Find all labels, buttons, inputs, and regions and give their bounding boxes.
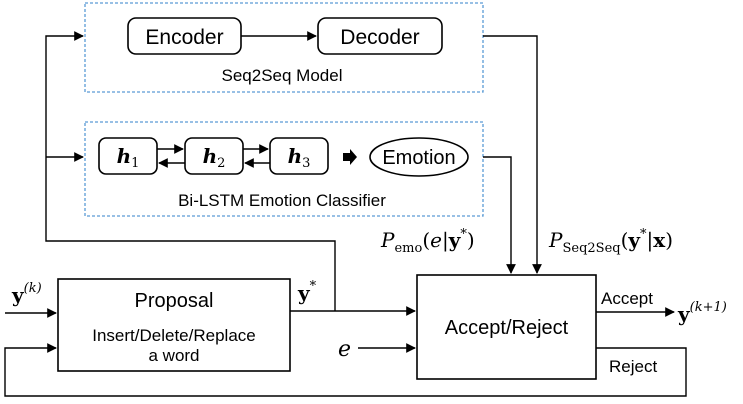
h3-box <box>269 137 329 175</box>
feedback-to-seq2seq-line <box>45 31 336 311</box>
accept-label: Accept <box>601 289 653 308</box>
p-emo-label: Pemo(e|y*) <box>380 227 475 256</box>
classifier-caption: Bi-LSTM Emotion Classifier <box>178 191 386 210</box>
proposal-subtitle-line2: a word <box>148 346 199 365</box>
to-emotion-arrow <box>343 149 357 165</box>
h1-box <box>98 137 158 175</box>
seq2seq-caption: Seq2Seq Model <box>222 66 343 85</box>
e-label: e <box>338 337 351 362</box>
reject-label: Reject <box>609 357 657 376</box>
h2-box <box>184 137 244 175</box>
encoder-label: Encoder <box>145 26 223 49</box>
classifier-group <box>84 121 484 217</box>
accept-reject-label: Accept/Reject <box>445 317 569 339</box>
h2-label: h2 <box>203 144 226 171</box>
p-emo-arrow <box>483 156 516 274</box>
p-seq2seq-arrow <box>483 35 542 274</box>
proposal-title: Proposal <box>135 290 214 312</box>
y-star-label: y* <box>297 279 317 305</box>
emotion-ellipse <box>369 137 469 177</box>
decoder-box <box>317 17 443 55</box>
decoder-label: Decoder <box>340 26 419 49</box>
reject-loop-arrow <box>4 343 687 397</box>
p-seq2seq-label: PSeq2Seq(y*|x) <box>548 227 673 256</box>
proposal-box <box>57 278 291 372</box>
proposal-subtitle-line1: Insert/Delete/Replace <box>92 326 255 345</box>
h3-label: h3 <box>288 144 311 171</box>
output-y-k1-label: y(k+1) <box>677 300 727 326</box>
accept-reject-box <box>416 274 597 380</box>
emotion-label: Emotion <box>382 147 455 169</box>
input-y-k-label: y(k) <box>11 281 42 307</box>
seq2seq-group <box>84 2 484 93</box>
h1-label: h1 <box>117 144 140 171</box>
